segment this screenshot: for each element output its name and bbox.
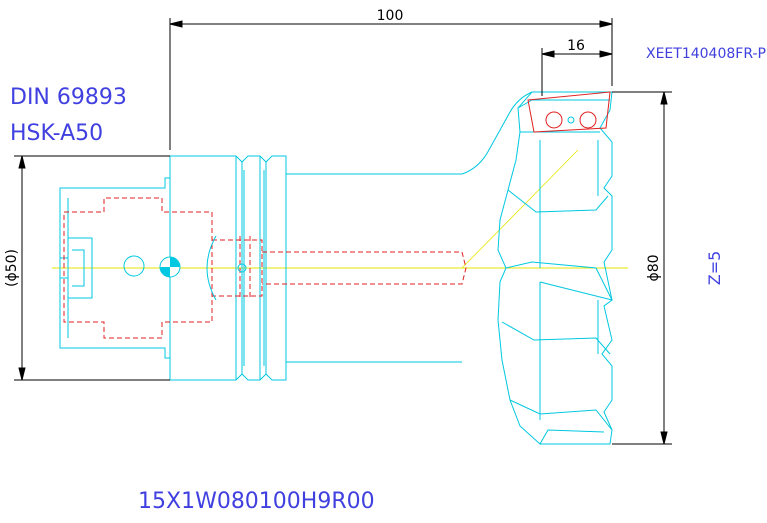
standard-label: DIN 69893 — [10, 85, 127, 110]
cutter-diameter-dimension: ϕ80 — [646, 254, 662, 281]
flange — [169, 155, 287, 381]
insert-screw-hole-right — [579, 111, 597, 129]
shank-diameter-dimension: (ϕ50) — [4, 249, 20, 287]
insert-code-label: XEET140408FR-P — [646, 46, 766, 62]
neck — [286, 91, 533, 363]
insert-offset-dimension: 16 — [567, 38, 585, 54]
hsk-shank — [59, 177, 171, 359]
teeth-count-label: Z=5 — [705, 251, 724, 286]
diagonal-construction-line — [461, 149, 579, 269]
part-number-label: 15X1W080100H9R00 — [138, 489, 375, 514]
insert — [527, 91, 611, 133]
dimension-lines — [14, 18, 672, 445]
overall-length-dimension: 100 — [377, 8, 404, 24]
insert-screw-hole-left — [545, 111, 563, 129]
center-mark-symbol — [159, 256, 181, 278]
hidden-bore — [63, 197, 467, 339]
insert-center-hole — [567, 116, 575, 124]
coolant-tube — [206, 235, 247, 301]
holder-label: HSK-A50 — [10, 121, 103, 146]
cutter-head — [497, 91, 613, 445]
